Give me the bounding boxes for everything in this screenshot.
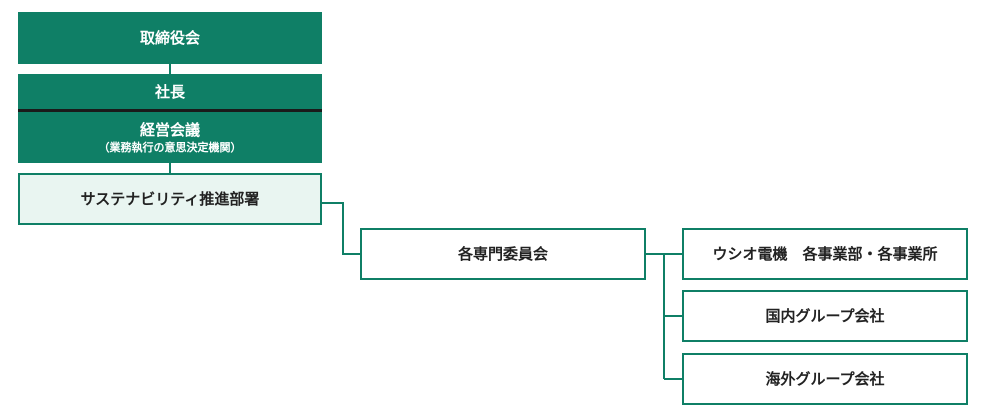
sustainability-dept-label: サステナビリティ推進部署: [80, 190, 260, 208]
unit-box-domestic: 国内グループ会社: [682, 290, 968, 342]
board-of-directors-label: 取締役会: [139, 29, 200, 47]
president-box: 社長: [18, 74, 322, 109]
committees-box: 各専門委員会: [360, 228, 646, 280]
president-label: 社長: [154, 82, 185, 101]
unit-label-overseas: 海外グループ会社: [765, 370, 885, 388]
committees-label: 各専門委員会: [457, 245, 548, 263]
management-meeting-title: 経営会議: [139, 120, 200, 139]
unit-box-ushio: ウシオ電機 各事業部・各事業所: [682, 228, 968, 280]
connector-sustainability-committees: [322, 202, 360, 255]
board-of-directors-box: 取締役会: [18, 12, 322, 64]
unit-label-domestic: 国内グループ会社: [765, 307, 885, 325]
sustainability-dept-box: サステナビリティ推進部署: [18, 173, 322, 225]
unit-label-ushio: ウシオ電機 各事業部・各事業所: [712, 245, 938, 263]
management-meeting-box: 経営会議 （業務執行の意思決定機関）: [18, 112, 322, 163]
unit-box-overseas: 海外グループ会社: [682, 353, 968, 405]
divider-line: [18, 109, 322, 112]
management-meeting-note: （業務執行の意思決定機関）: [98, 140, 242, 154]
